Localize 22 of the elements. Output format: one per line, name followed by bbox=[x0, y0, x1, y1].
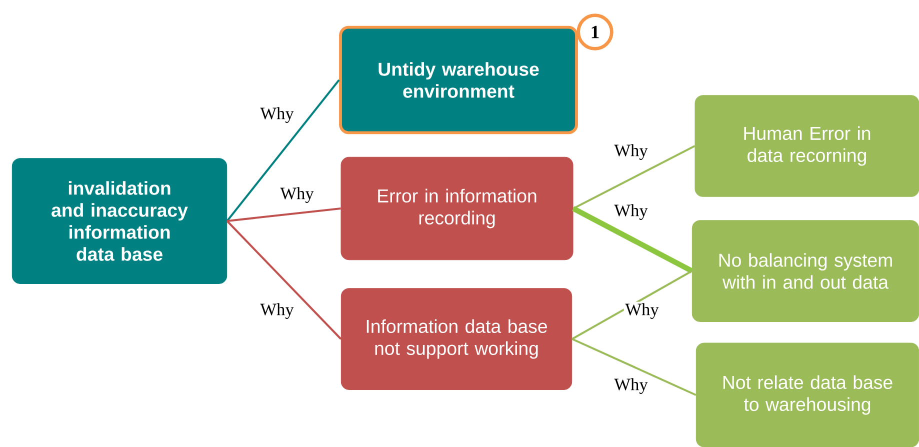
edge-label: Why bbox=[612, 142, 650, 162]
cause-box: Error in information recording bbox=[340, 156, 574, 260]
cause-box: Untidy warehouse environment bbox=[339, 26, 578, 134]
edge-label: Why bbox=[612, 202, 650, 222]
edge-label: Why bbox=[624, 302, 660, 320]
connector-line bbox=[572, 206, 694, 274]
callout-number: 1 bbox=[576, 14, 614, 50]
edge-label: Why bbox=[612, 376, 650, 396]
problem-box: invalidation and inaccuracy information data base bbox=[12, 158, 228, 284]
cause-box: No balancing system with in and out data bbox=[692, 220, 919, 322]
cause-box: Not relate data base to warehousing bbox=[696, 342, 919, 447]
edge-label: Why bbox=[258, 302, 296, 320]
cause-box: Human Error in data recorning bbox=[694, 95, 919, 197]
connector-line bbox=[572, 338, 696, 396]
edge-label: Why bbox=[258, 106, 296, 124]
connector-line bbox=[572, 270, 692, 340]
connector-line bbox=[226, 79, 340, 222]
edge-label: Why bbox=[278, 186, 316, 204]
connector-line bbox=[572, 145, 696, 210]
cause-box: Information data base not support working bbox=[340, 288, 572, 390]
connector-line bbox=[227, 208, 341, 222]
connector-line bbox=[226, 220, 342, 340]
